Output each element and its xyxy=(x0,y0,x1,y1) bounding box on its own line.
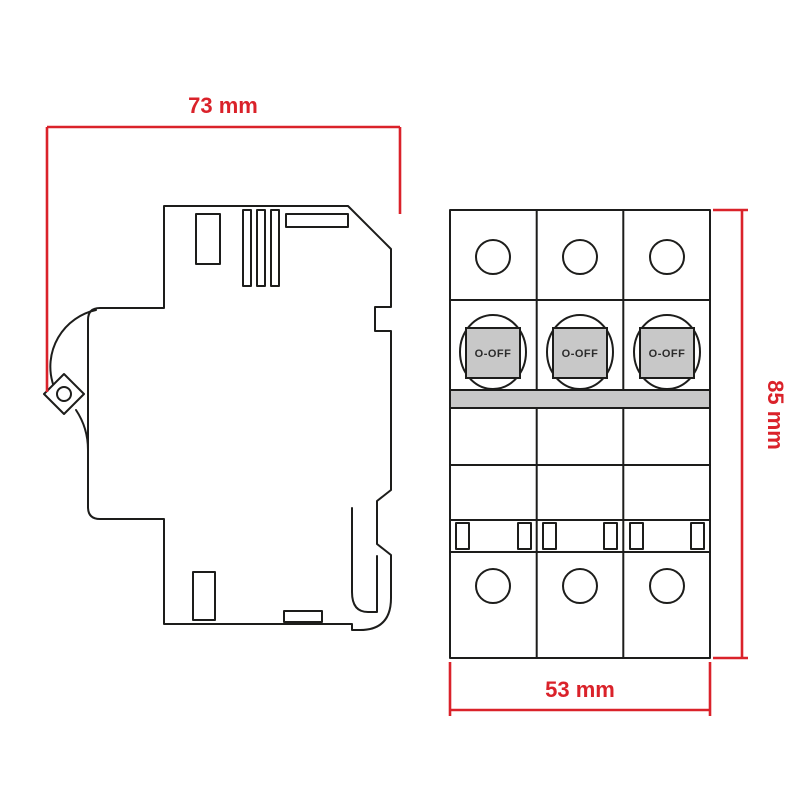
dimension-height-right: 85 mm xyxy=(713,208,788,660)
terminal-screw-hole xyxy=(649,568,685,604)
terminal-screw-hole xyxy=(562,568,598,604)
front-view: O-OFF O-OFF O-OFF xyxy=(449,209,711,659)
toggle-switch xyxy=(639,327,695,379)
vent-slots xyxy=(242,209,280,287)
toggle-label: O-OFF xyxy=(475,348,512,360)
terminal-screw-hole xyxy=(649,239,685,275)
bottom-detail-rect xyxy=(192,571,216,621)
breaker-body-outline xyxy=(87,205,392,631)
vent-slot xyxy=(270,209,280,287)
terminal-screw-hole xyxy=(475,568,511,604)
top-bar-detail xyxy=(285,213,349,228)
toggle-label: O-OFF xyxy=(562,348,599,360)
terminal-screw-hole xyxy=(562,239,598,275)
clip-tab xyxy=(603,522,618,550)
top-terminal-screws xyxy=(475,239,685,275)
side-view xyxy=(43,205,392,631)
clip-tab xyxy=(629,522,644,550)
din-rail-clip xyxy=(351,507,378,613)
actuator-band xyxy=(449,389,711,409)
toggle-label: O-OFF xyxy=(649,348,686,360)
toggle-knob xyxy=(43,373,85,415)
toggle-lever xyxy=(49,309,97,385)
lower-clip-tabs xyxy=(455,522,705,550)
dimension-label: 85 mm xyxy=(763,380,788,450)
toggle-switch xyxy=(552,327,608,379)
clip-tab xyxy=(517,522,532,550)
vent-slot xyxy=(242,209,252,287)
bottom-terminal-screws xyxy=(475,568,685,604)
clip-tab xyxy=(690,522,705,550)
dimension-label: 73 mm xyxy=(188,93,258,118)
clip-tab xyxy=(455,522,470,550)
toggle-switch xyxy=(465,327,521,379)
dimension-width-bottom: 53 mm xyxy=(448,662,712,716)
dimension-label: 53 mm xyxy=(545,677,615,702)
dimension-width-top: 73 mm xyxy=(45,93,402,392)
bottom-bar-detail xyxy=(283,610,323,623)
front-housing-outline xyxy=(449,209,711,659)
toggle-lever-base xyxy=(75,409,89,451)
toggle-knob-pivot-hole xyxy=(56,386,72,402)
clip-tab xyxy=(542,522,557,550)
toggle-switches: O-OFF O-OFF O-OFF xyxy=(465,327,695,379)
top-detail-rect xyxy=(195,213,221,265)
vent-slot xyxy=(256,209,266,287)
terminal-screw-hole xyxy=(475,239,511,275)
